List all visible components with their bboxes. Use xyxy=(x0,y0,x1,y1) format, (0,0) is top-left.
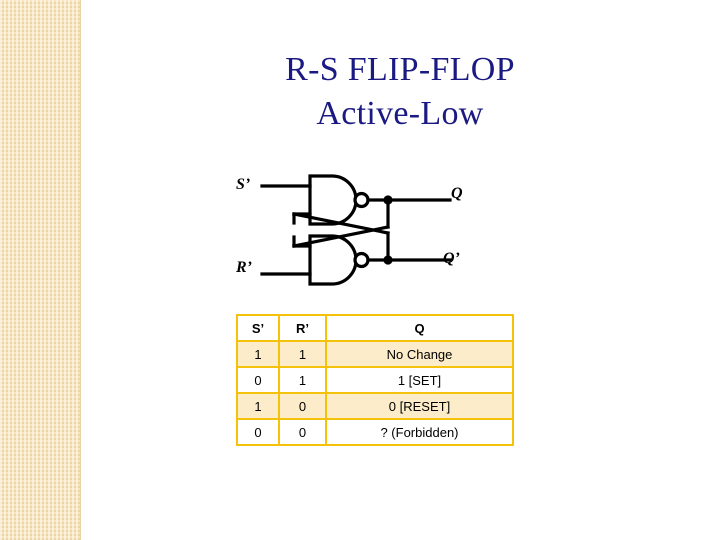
column-header-q: Q xyxy=(325,314,514,342)
table-row: 1 1 No Change xyxy=(236,340,514,368)
title-line-2: Active-Low xyxy=(316,95,484,132)
column-header-s: S’ xyxy=(236,314,280,342)
cell-r: 1 xyxy=(278,340,327,368)
cell-s: 0 xyxy=(236,418,280,446)
title-line-1: R-S FLIP-FLOP xyxy=(285,51,515,88)
circuit-label-q: Q xyxy=(451,185,463,202)
cell-q: No Change xyxy=(325,340,514,368)
column-header-r: R’ xyxy=(278,314,327,342)
circuit-label-r: R’ xyxy=(236,259,252,276)
table-row: 0 0 ? (Forbidden) xyxy=(236,418,514,446)
cell-q: 0 [RESET] xyxy=(325,392,514,420)
page-title: R-S FLIP-FLOP Active-Low xyxy=(80,48,720,136)
table-header-row: S’ R’ Q xyxy=(236,314,514,342)
table-row: 0 1 1 [SET] xyxy=(236,366,514,394)
circuit-label-qbar: Q’ xyxy=(443,250,460,267)
nand-gate-top-body xyxy=(308,174,358,226)
cell-s: 1 xyxy=(236,392,280,420)
circuit-label-s: S’ xyxy=(236,176,251,193)
cell-r: 0 xyxy=(278,418,327,446)
cell-s: 0 xyxy=(236,366,280,394)
nand-gate-bottom-bubble xyxy=(353,251,370,269)
cell-q: ? (Forbidden) xyxy=(325,418,514,446)
wire-cross-qbar-to-top xyxy=(292,212,390,235)
nand-gate-bottom-body xyxy=(308,234,358,286)
cell-s: 1 xyxy=(236,340,280,368)
slide-content: R-S FLIP-FLOP Active-Low xyxy=(80,0,720,540)
truth-table: S’ R’ Q 1 1 No Change 0 1 1 [SET] 1 0 0 … xyxy=(236,314,514,446)
table-row: 1 0 0 [RESET] xyxy=(236,392,514,420)
nand-gate-top-bubble xyxy=(353,191,370,209)
decorative-left-band xyxy=(0,0,80,540)
cell-q: 1 [SET] xyxy=(325,366,514,394)
cell-r: 0 xyxy=(278,392,327,420)
band-edge-divider xyxy=(80,0,81,540)
circuit-svg xyxy=(260,174,452,286)
rs-flip-flop-circuit-diagram xyxy=(220,165,510,295)
cell-r: 1 xyxy=(278,366,327,394)
